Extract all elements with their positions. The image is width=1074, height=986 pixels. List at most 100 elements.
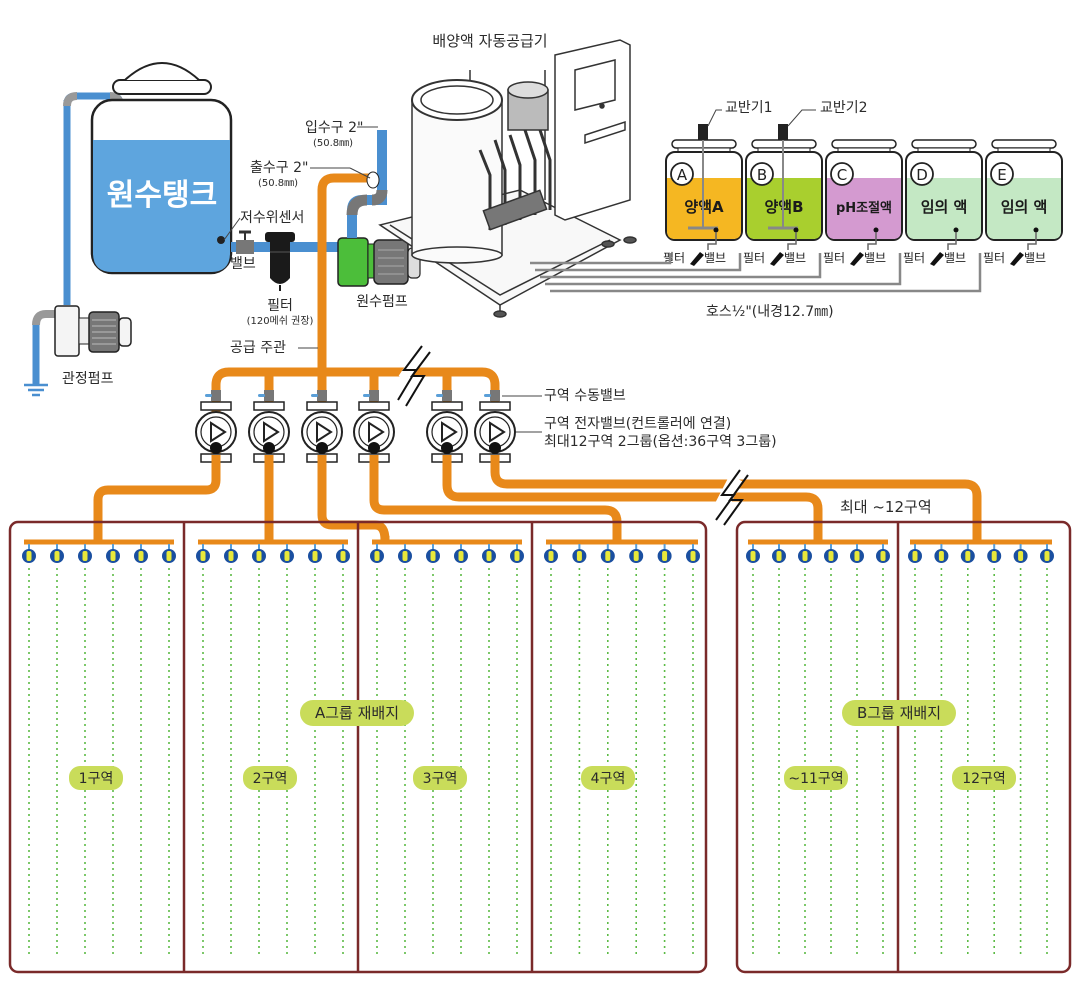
emitter-icon bbox=[1039, 543, 1055, 564]
well-pump-assembly: 관정펌프 bbox=[24, 92, 132, 397]
emitter-icon bbox=[959, 543, 976, 564]
level-sensor-leader bbox=[223, 217, 241, 241]
emitter-icon bbox=[397, 543, 413, 564]
tank-filter-label: 필터 bbox=[823, 251, 845, 265]
filter-label: 필터 bbox=[267, 298, 293, 314]
tank-letter: D bbox=[916, 166, 928, 184]
emitter-icon bbox=[335, 543, 351, 564]
group-a-label: A그룹 재배지 bbox=[300, 700, 414, 726]
tank-letter-badge bbox=[990, 162, 1014, 186]
hose-label: 호스½"(내경12.7㎜) bbox=[706, 304, 834, 320]
zone-1: 1구역 bbox=[21, 536, 177, 955]
tank-filter-label: 필터 bbox=[743, 251, 765, 265]
zone-valve-2[interactable] bbox=[248, 390, 290, 470]
tank-letter-badge bbox=[910, 162, 934, 186]
manual-valve-icon bbox=[369, 390, 379, 401]
zone-valve-6[interactable] bbox=[474, 390, 516, 470]
valve-icon bbox=[236, 230, 254, 254]
main-pipe-label: 공급 주관 bbox=[230, 340, 286, 356]
mixer-icon bbox=[688, 124, 718, 230]
emitter-icon bbox=[223, 543, 239, 564]
solenoid-valve-label-1: 구역 전자밸브(컨트롤러에 연결) bbox=[544, 416, 731, 432]
source-tank-label: 원수탱크 bbox=[107, 178, 217, 213]
emitter-icon bbox=[133, 543, 149, 564]
emitter-icon bbox=[685, 543, 701, 564]
outlet-label: 출수구 2" bbox=[250, 160, 308, 176]
emitter-icon bbox=[307, 543, 323, 564]
emitter-icon bbox=[425, 543, 441, 564]
emitter-icon bbox=[369, 543, 385, 564]
emitter-icon bbox=[986, 543, 1003, 564]
emitter-icon bbox=[453, 543, 469, 564]
solenoid-valve-icon bbox=[195, 401, 237, 463]
source-tank: 원수탱크 bbox=[90, 62, 233, 275]
group-b-area: ~11구역 12구역 bbox=[735, 520, 1072, 974]
tank-filter-label: 필터 bbox=[983, 251, 1005, 265]
solenoid-valve-icon bbox=[474, 401, 516, 463]
tank-filter-icon bbox=[1010, 252, 1024, 266]
filter-icon bbox=[265, 232, 295, 291]
emitter-icon bbox=[77, 543, 93, 564]
dosing-machine-icon bbox=[378, 39, 637, 318]
tank-valve-label: 밸브 bbox=[704, 251, 726, 265]
emitter-icon bbox=[797, 543, 813, 564]
tank-label: pH조절액 bbox=[836, 201, 892, 216]
tank-filter-icon bbox=[930, 252, 944, 266]
zone-label: 4구역 bbox=[581, 766, 635, 790]
emitter-icon bbox=[599, 543, 616, 564]
emitter-icon bbox=[195, 543, 211, 564]
emitter-icon bbox=[543, 543, 559, 564]
mixer1-label: 교반기1 bbox=[725, 100, 773, 116]
emitter-icon bbox=[771, 543, 787, 564]
zone-label: 2구역 bbox=[243, 766, 297, 790]
manual-valve-icon bbox=[442, 390, 452, 401]
svg-text:~11구역: ~11구역 bbox=[788, 771, 843, 787]
manual-valve-icon bbox=[211, 390, 221, 401]
emitter-icon bbox=[279, 543, 295, 564]
emitter-icon bbox=[1012, 543, 1029, 564]
pipe-break-icon bbox=[397, 345, 431, 407]
well-pump-icon bbox=[54, 305, 132, 357]
tank-letter: A bbox=[677, 166, 688, 184]
emitter-icon bbox=[571, 543, 588, 564]
tank-label: 임의 액 bbox=[1001, 198, 1048, 216]
solenoid-valve-icon bbox=[426, 401, 468, 463]
solenoid-valve-icon bbox=[353, 401, 395, 463]
tank-filter-icon bbox=[850, 252, 864, 266]
emitter-icon bbox=[849, 543, 865, 564]
zone-label: ~11구역 bbox=[784, 766, 848, 790]
stock-tank-a: A양액A필터밸브 bbox=[663, 124, 743, 266]
max-zones-label: 최대 ~12구역 bbox=[840, 498, 932, 516]
svg-text:4구역: 4구역 bbox=[591, 771, 626, 787]
emitter-icon bbox=[656, 543, 673, 564]
zone-11: ~11구역 bbox=[745, 536, 891, 955]
zone-valve-4[interactable] bbox=[353, 390, 395, 470]
level-sensor-label: 저수위센서 bbox=[240, 210, 304, 226]
outlet-size: (50.8㎜) bbox=[258, 178, 298, 189]
zone-label: 12구역 bbox=[952, 766, 1016, 790]
level-sensor-icon bbox=[217, 236, 225, 244]
zone-valve-5[interactable] bbox=[426, 390, 468, 470]
emitter-icon bbox=[49, 543, 65, 564]
emitter-icon bbox=[933, 543, 950, 564]
tank-letter-badge bbox=[750, 162, 774, 186]
zone-valve-3[interactable] bbox=[301, 390, 343, 470]
emitter-icon bbox=[161, 543, 177, 564]
tank-valve-label: 밸브 bbox=[784, 251, 806, 265]
tank-letter-badge bbox=[670, 162, 694, 186]
group-b-label: B그룹 재배지 bbox=[842, 700, 956, 726]
tank-letter: C bbox=[837, 166, 847, 184]
tank-valve-label: 밸브 bbox=[1024, 251, 1046, 265]
tank-filter-icon bbox=[690, 252, 704, 266]
zone-valve-1[interactable] bbox=[195, 390, 237, 470]
emitter-icon bbox=[21, 543, 37, 564]
stock-tank-b: B양액B필터밸브 bbox=[743, 124, 823, 266]
tank-letter-badge bbox=[830, 162, 854, 186]
raw-pump-label: 원수펌프 bbox=[356, 294, 408, 310]
valve-label: 밸브 bbox=[230, 256, 256, 272]
